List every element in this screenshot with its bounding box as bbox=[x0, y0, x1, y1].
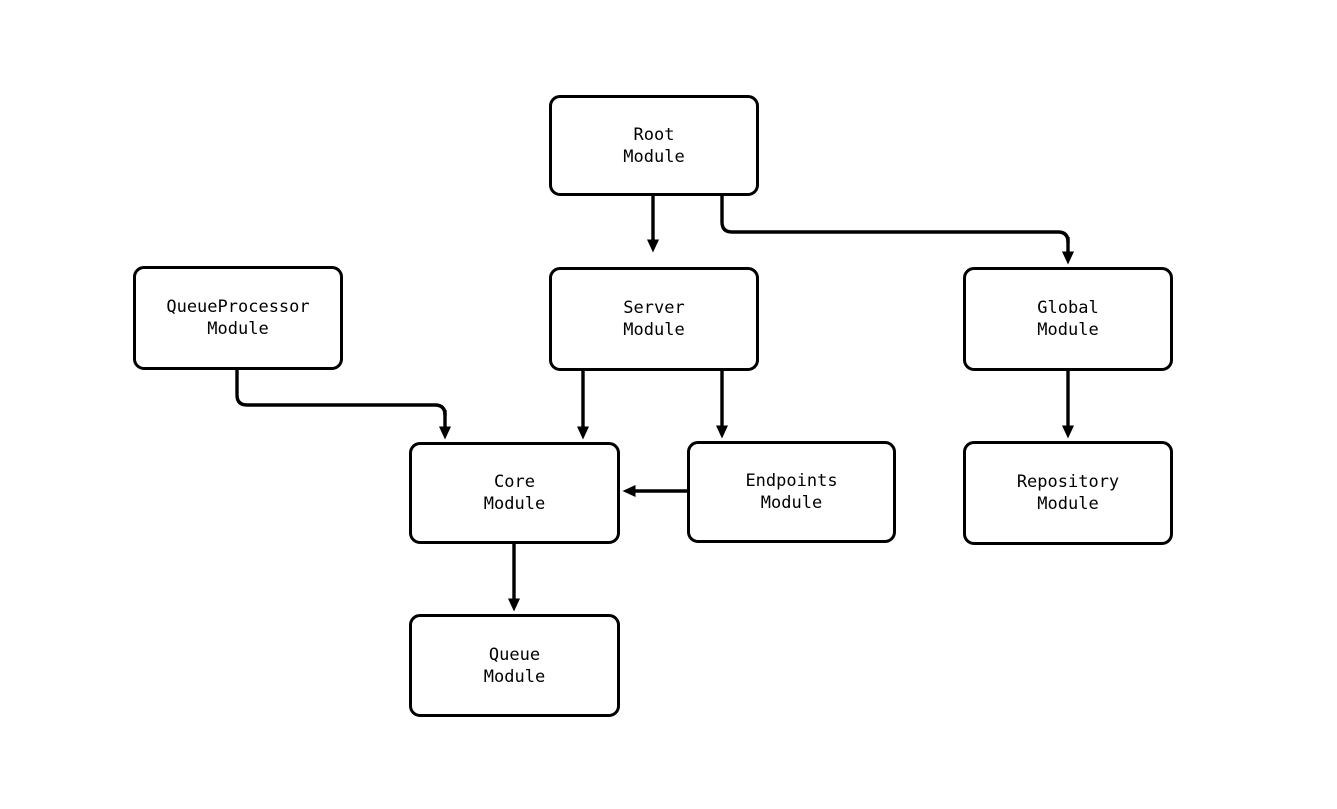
node-endpoints[interactable]: Endpoints Module bbox=[687, 441, 896, 543]
node-core[interactable]: Core Module bbox=[409, 442, 620, 544]
node-repository[interactable]: Repository Module bbox=[963, 441, 1173, 545]
node-global[interactable]: Global Module bbox=[963, 267, 1173, 371]
node-core-label: Core Module bbox=[483, 472, 546, 514]
node-queue[interactable]: Queue Module bbox=[409, 614, 620, 717]
edge-root-to-global bbox=[720, 196, 1074, 265]
node-server[interactable]: Server Module bbox=[549, 267, 759, 371]
node-endpoints-label: Endpoints Module bbox=[745, 471, 838, 513]
node-root[interactable]: Root Module bbox=[549, 95, 759, 196]
node-repository-label: Repository Module bbox=[1016, 472, 1120, 514]
node-queue-label: Queue Module bbox=[483, 644, 546, 687]
node-queueprocessor-label: QueueProcessor Module bbox=[166, 297, 310, 339]
node-server-label: Server Module bbox=[623, 298, 685, 340]
edge-queueprocessor-to-core bbox=[235, 370, 451, 440]
node-queueprocessor[interactable]: QueueProcessor Module bbox=[133, 266, 343, 370]
node-root-label: Root Module bbox=[623, 124, 685, 167]
node-global-label: Global Module bbox=[1037, 298, 1099, 340]
